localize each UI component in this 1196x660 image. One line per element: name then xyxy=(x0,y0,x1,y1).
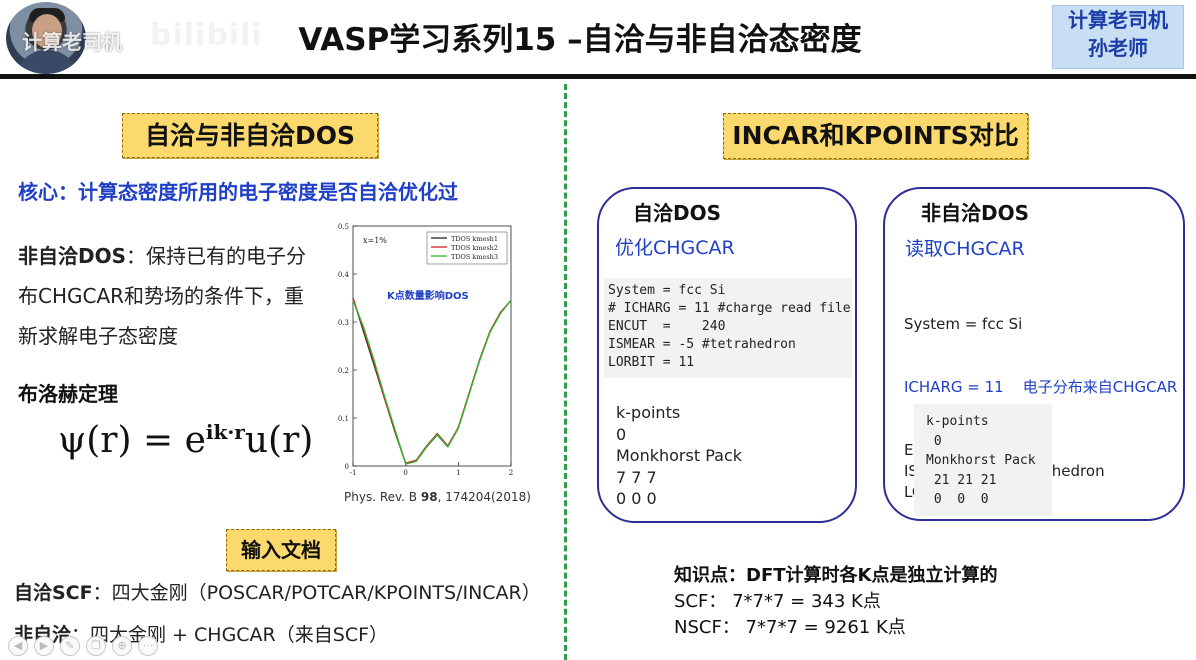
formula-main: ψ(r) = e xyxy=(58,420,206,461)
formula-tail: u(r) xyxy=(244,420,314,461)
scf-card-subtitle: 优化CHGCAR xyxy=(615,237,735,259)
nscf-kpoints-panel: k-points 0 Monkhorst Pack 21 21 21 0 0 0 xyxy=(914,404,1052,516)
y-tick-label: 0.5 xyxy=(338,223,349,231)
y-tick-label: 0.4 xyxy=(338,271,350,279)
nscf-card-title: 非自洽DOS xyxy=(921,201,1030,225)
chart-inner-label: K点数量影响DOS xyxy=(387,289,469,302)
bloch-formula: ψ(r) = eik·ru(r) xyxy=(58,420,313,461)
chart-citation: Phys. Rev. B 98, 174204(2018) xyxy=(344,490,531,504)
x-tick-label: 2 xyxy=(509,469,513,477)
scf-inputs: 自洽SCF：四大金刚（POSCAR/POTCAR/KPOINTS/INCAR） xyxy=(14,578,541,605)
x-tick-label: 0 xyxy=(403,469,407,477)
knowledge-title: 知识点：DFT计算时各K点是独立计算的 xyxy=(674,565,998,586)
nscf-incar-line2: ICHARG = 11 电子分布来自CHGCAR xyxy=(904,378,1178,396)
chart-annotation: x=1% xyxy=(363,236,387,245)
formula-exponent: ik·r xyxy=(205,420,245,444)
scf-term: 自洽SCF xyxy=(14,582,93,604)
scf-incar-panel: System = fcc Si # ICHARG = 11 #charge re… xyxy=(604,278,852,378)
author-line-1: 计算老司机 xyxy=(1068,8,1168,32)
nscf-description: 非自洽DOS：保持已有的电子分布CHGCAR和势场的条件下，重新求解电子态密度 xyxy=(18,236,318,356)
nscf-incar-line1: System = fcc Si xyxy=(904,315,1023,333)
nscf-card-subtitle: 读取CHGCAR xyxy=(905,238,1025,260)
center-divider xyxy=(564,84,567,660)
header-rule xyxy=(0,74,1196,79)
legend-entry-1: TDOS kmesh1 xyxy=(451,235,498,243)
series-line-3 xyxy=(352,299,512,465)
y-tick-label: 0.3 xyxy=(338,319,349,327)
right-section-tag: INCAR和KPOINTS对比 xyxy=(723,113,1028,159)
header xyxy=(0,0,1196,76)
copy-icon[interactable]: ❐ xyxy=(86,636,106,656)
legend-entry-2: TDOS kmesh2 xyxy=(451,244,498,252)
nscf-desc: ：保持已有的电子分布CHGCAR和势场的条件下，重新求解电子态密度 xyxy=(18,244,307,348)
y-tick-label: 0 xyxy=(345,463,349,471)
author-box: 计算老司机 孙老师 xyxy=(1052,5,1184,69)
watermark: 计算老司机 xyxy=(22,30,122,54)
scf-desc: ：四大金刚（POSCAR/POTCAR/KPOINTS/INCAR） xyxy=(92,582,541,604)
citation-prefix: Phys. Rev. B xyxy=(344,490,421,504)
nscf-term: 非自洽DOS xyxy=(18,244,127,268)
y-tick-label: 0.2 xyxy=(338,367,349,375)
avatar-face xyxy=(32,14,62,48)
citation-volume: 98 xyxy=(420,490,438,504)
bloch-title: 布洛赫定理 xyxy=(18,382,118,406)
scf-card-title: 自洽DOS xyxy=(633,201,722,225)
next-icon[interactable]: ▶ xyxy=(34,636,54,656)
bilibili-logo: bilibili xyxy=(150,18,263,53)
citation-suffix: , 174204(2018) xyxy=(437,490,531,504)
zoom-icon[interactable]: ⊕ xyxy=(112,636,132,656)
legend-box xyxy=(426,231,508,265)
presenter-avatar xyxy=(6,2,86,74)
author-line-2: 孙老师 xyxy=(1088,36,1148,60)
scf-incar-text: System = fcc Si # ICHARG = 11 #charge re… xyxy=(608,283,851,370)
left-section-tag: 自洽与非自洽DOS xyxy=(122,113,378,158)
more-icon[interactable]: ⋯ xyxy=(138,636,158,656)
input-docs-tag: 输入文档 xyxy=(226,529,336,571)
y-tick-label: 0.1 xyxy=(338,415,349,423)
knowledge-scf: SCF： 7*7*7 = 343 K点 xyxy=(674,591,881,612)
legend-entry-3: TDOS kmesh3 xyxy=(451,253,498,261)
x-tick-label: -1 xyxy=(350,469,357,477)
scf-kpoints-text: k-points 0 Monkhorst Pack 7 7 7 0 0 0 xyxy=(616,403,742,508)
slide-title: VASP学习系列15 –自洽与非自洽态密度 xyxy=(298,22,862,58)
core-statement: 核心：计算态密度所用的电子密度是否自洽优化过 xyxy=(18,180,458,204)
knowledge-nscf: NSCF： 7*7*7 = 9261 K点 xyxy=(674,617,906,638)
knowledge-points: 知识点：DFT计算时各K点是独立计算的 SCF： 7*7*7 = 343 K点 … xyxy=(674,563,997,641)
nonscf-term: 非自洽 xyxy=(14,624,72,646)
x-tick-label: 1 xyxy=(456,469,460,477)
pen-icon[interactable]: ✎ xyxy=(60,636,80,656)
nscf-kpoints-text: k-points 0 Monkhorst Pack 21 21 21 0 0 0 xyxy=(926,414,1036,507)
prev-icon[interactable]: ◀ xyxy=(8,636,28,656)
